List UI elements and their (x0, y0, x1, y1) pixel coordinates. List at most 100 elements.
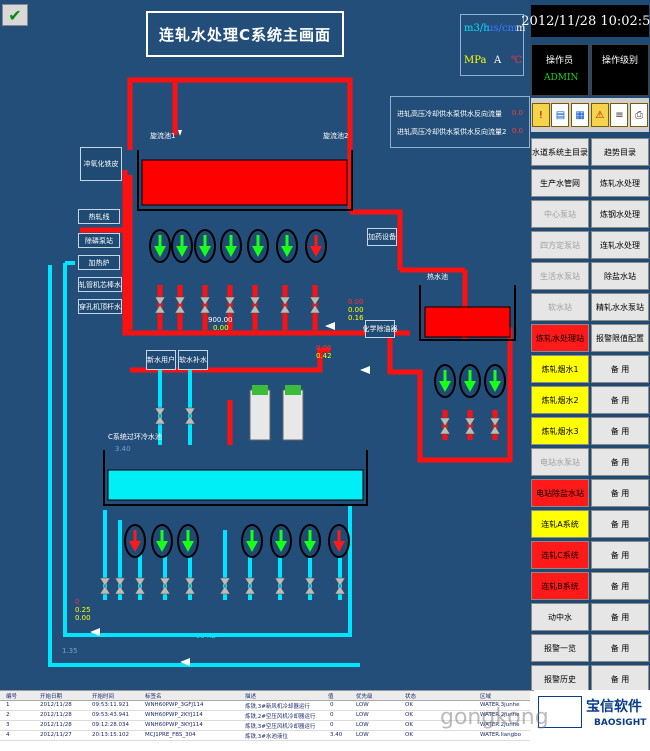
nav-button-11[interactable]: 软水站 (531, 293, 589, 321)
nav-button-13[interactable]: 炼轧水处理站 (531, 324, 589, 352)
cell-tag: WNH60PWP_2KYJ114 (145, 712, 203, 718)
pump-upper-2[interactable] (171, 229, 193, 263)
consumer-descaling-pump[interactable]: 除磷泵站 (78, 233, 120, 248)
nav-button-7[interactable]: 四方定泵站 (531, 231, 589, 259)
consumer-hot-rolling[interactable]: 热轧线 (78, 209, 120, 224)
new-water-user[interactable]: 新水用户 (146, 350, 176, 370)
cell-priority: LOW (356, 712, 369, 718)
nav-button-5[interactable]: 中心泵站 (531, 200, 589, 228)
nav-button-1[interactable]: 水道系统主目录 (531, 138, 589, 166)
cell-area: WATER.2junhe (480, 712, 520, 718)
nav-button-19[interactable]: 炼轧烟水3 (531, 417, 589, 445)
page-title: 连轧水处理C系统主画面 (146, 11, 344, 57)
pump-hot-3[interactable] (484, 364, 506, 398)
pump-lower-7[interactable] (328, 524, 350, 558)
alarm-icon[interactable]: ! (531, 103, 550, 127)
nav-button-15[interactable]: 炼轧烟水1 (531, 355, 589, 383)
pump-upper-1[interactable] (149, 229, 171, 263)
pump-lower-4[interactable] (241, 524, 263, 558)
value-pressure-3: 0.16 (348, 314, 364, 322)
nav-button-27[interactable]: 连轧C系统 (531, 541, 589, 569)
nav-button-29[interactable]: 连轧B系统 (531, 572, 589, 600)
warning-icon[interactable]: ⚠ (590, 103, 609, 127)
nav-button-14[interactable]: 报警限值配置 (591, 324, 649, 352)
nav-button-26[interactable]: 备 用 (591, 510, 649, 538)
pump-upper-5[interactable] (247, 229, 269, 263)
cell-time: 09:53:43.941 (92, 712, 129, 718)
pump-upper-4[interactable] (220, 229, 242, 263)
pipe-network (48, 77, 516, 667)
pump-lower-1[interactable] (124, 524, 146, 558)
nav-button-6[interactable]: 炼钢水处理 (591, 200, 649, 228)
nav-button-21[interactable]: 电站水泵站 (531, 448, 589, 476)
reverse-flow-label-2: 进轧高压冷却供水泵供水反向流量2 (397, 128, 507, 136)
pump-hot-1[interactable] (434, 364, 456, 398)
pump-lower-5[interactable] (270, 524, 292, 558)
soft-water-makeup[interactable]: 软水补水 (178, 350, 208, 370)
unit-len: m (516, 23, 526, 34)
nav-button-34[interactable]: 备 用 (591, 634, 649, 662)
pump-lower-3[interactable] (177, 524, 199, 558)
nav-button-25[interactable]: 连轧A系统 (531, 510, 589, 538)
nav-button-12[interactable]: 精轧水水泵站 (591, 293, 649, 321)
pump-lower-6[interactable] (299, 524, 321, 558)
cell-priority: LOW (356, 732, 369, 738)
nav-button-33[interactable]: 报警一览 (531, 634, 589, 662)
unit-cond: us/cm (487, 23, 518, 34)
cell-desc: 炼铁,3#水池液位 (245, 734, 288, 740)
confirm-button[interactable]: ✔ (2, 4, 28, 26)
col-status: 状态 (405, 694, 417, 700)
nav-button-22[interactable]: 备 用 (591, 448, 649, 476)
print-icon[interactable]: ⎙ (630, 103, 649, 127)
nav-button-32[interactable]: 备 用 (591, 603, 649, 631)
cell-value: 0 (330, 722, 334, 728)
trend-icon[interactable]: ▦ (571, 103, 590, 127)
report-icon[interactable]: ▤ (551, 103, 570, 127)
chemical-deoiler[interactable]: 化学除油器 (363, 320, 398, 338)
nav-button-2[interactable]: 趋势目录 (591, 138, 649, 166)
nav-button-16[interactable]: 备 用 (591, 355, 649, 383)
nav-button-35[interactable]: 报警历史 (531, 665, 589, 693)
cell-id: 2 (6, 712, 10, 718)
col-date: 开始日期 (40, 694, 63, 700)
pump-lower-2[interactable] (151, 524, 173, 558)
consumer-mandrel[interactable]: 轧管机芯棒水 (78, 277, 122, 292)
consumer-descale[interactable]: 冲氧化铁皮 (80, 147, 122, 181)
nav-button-31[interactable]: 动中水 (531, 603, 589, 631)
consumer-piercer[interactable]: 穿孔机顶杆水 (78, 299, 122, 314)
unit-press: MPa (464, 55, 487, 66)
cell-status: OK (405, 722, 413, 728)
nav-button-23[interactable]: 电站除盐水站 (531, 479, 589, 507)
nav-button-36[interactable]: 备 用 (591, 665, 649, 693)
nav-button-30[interactable]: 备 用 (591, 572, 649, 600)
cold-pool-level: 3.40 (115, 445, 131, 453)
consumer-furnace[interactable]: 加热炉 (78, 255, 120, 270)
process-diagram: ✔ 连轧水处理C系统主画面 m3/h us/cm m MPa A ℃ 进轧高压冷… (2, 4, 530, 667)
nav-button-28[interactable]: 备 用 (591, 541, 649, 569)
pump-hot-2[interactable] (459, 364, 481, 398)
nav-button-24[interactable]: 备 用 (591, 479, 649, 507)
pump-upper-6[interactable] (276, 229, 298, 263)
pump-upper-7[interactable] (305, 229, 327, 263)
nav-button-9[interactable]: 生活水泵站 (531, 262, 589, 290)
nav-button-4[interactable]: 炼轧水处理 (591, 169, 649, 197)
operator-level-label: 操作级别 (602, 56, 639, 66)
nav-button-10[interactable]: 除盐水站 (591, 262, 649, 290)
value-pressure-4: 0.42 (316, 352, 332, 360)
nav-button-17[interactable]: 炼轧烟水2 (531, 386, 589, 414)
nav-button-18[interactable]: 备 用 (591, 386, 649, 414)
col-id: 编号 (6, 694, 18, 700)
document-icon[interactable]: ≡ (610, 103, 629, 127)
cell-status: OK (405, 732, 413, 738)
nav-button-20[interactable]: 备 用 (591, 417, 649, 445)
dosing-equipment[interactable]: 加药设备 (367, 228, 397, 246)
cell-value: 0 (330, 702, 334, 708)
clock-display: 2012/11/28 10:02:52 (521, 5, 650, 37)
nav-button-3[interactable]: 生产水管网 (531, 169, 589, 197)
nav-button-8[interactable]: 连轧水处理 (591, 231, 649, 259)
pump-upper-3[interactable] (194, 229, 216, 263)
